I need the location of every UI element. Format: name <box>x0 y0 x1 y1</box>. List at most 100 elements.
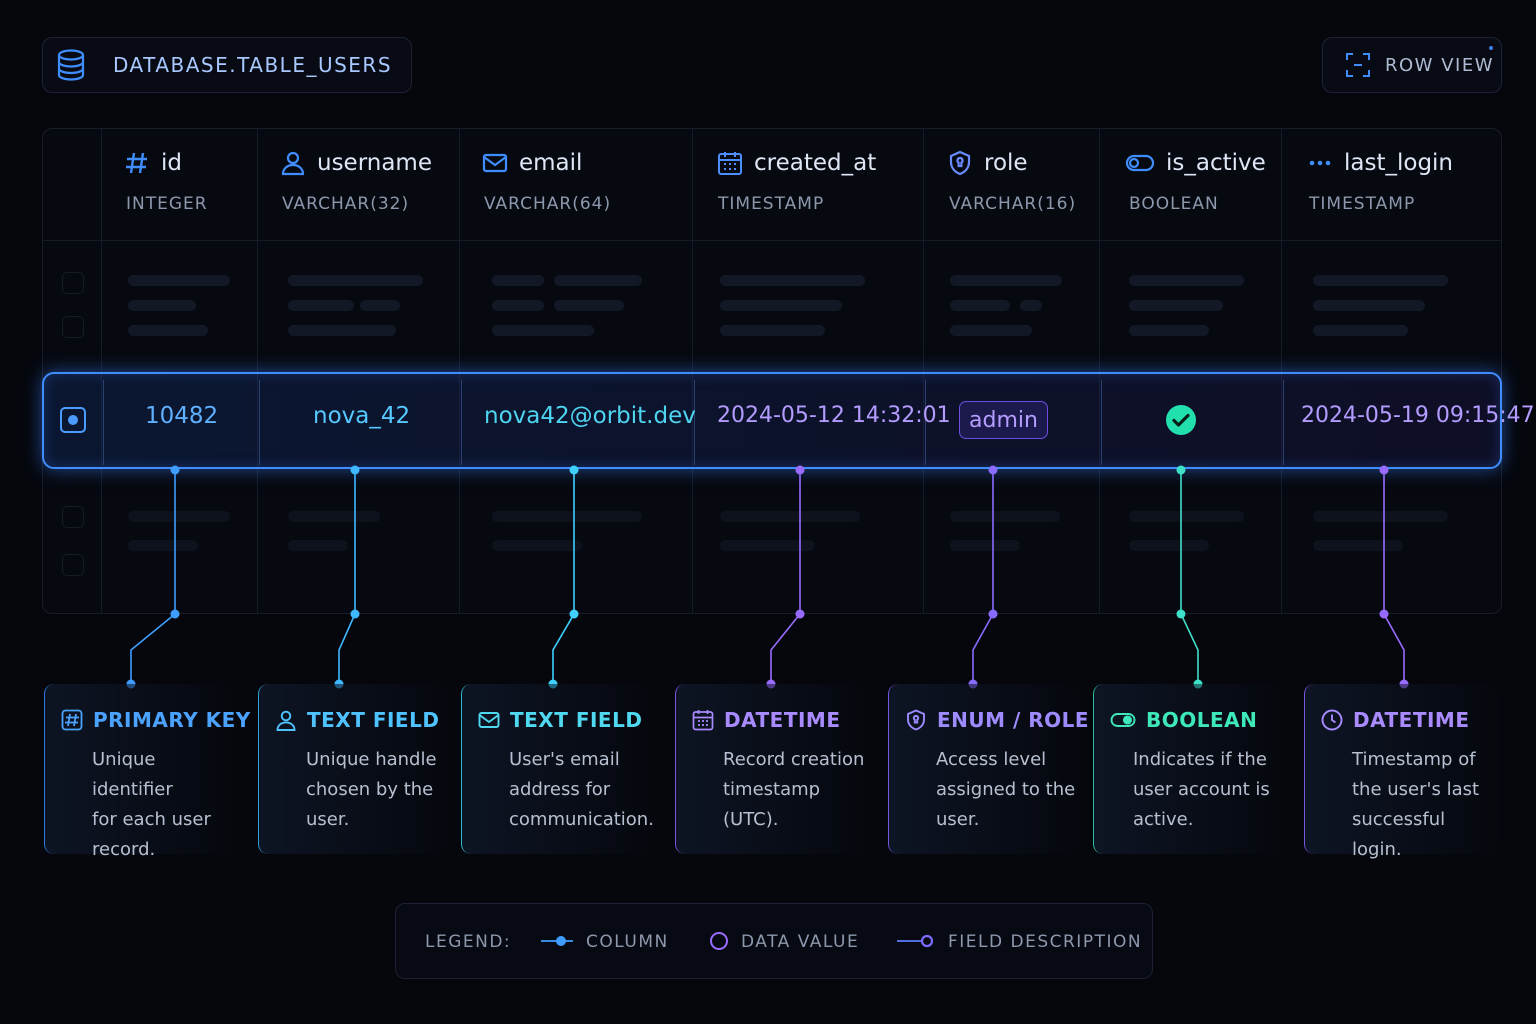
hash-icon <box>126 152 147 174</box>
card-line: communication. <box>509 809 654 830</box>
column-type: VARCHAR(32) <box>282 194 410 214</box>
field-description-role: ENUM / ROLE Access level assigned to the u… <box>888 684 1089 854</box>
role-badge[interactable]: admin <box>959 401 1048 439</box>
card-line: user. <box>936 809 980 830</box>
column-header-role[interactable]: role VARCHAR(16) <box>923 128 1099 240</box>
selected-row[interactable] <box>42 372 1502 469</box>
card-title: BOOLEAN <box>1146 708 1258 732</box>
legend: LEGEND: COLUMN DATA VALUE FIELD DESCRIPT… <box>395 903 1153 979</box>
column-name: username <box>317 150 432 176</box>
status-dot <box>1489 46 1493 50</box>
column-type: VARCHAR(64) <box>484 194 612 214</box>
field-description-last-login: DATETIME Timestamp of the user's last succ… <box>1304 684 1500 860</box>
column-header-username[interactable]: username VARCHAR(32) <box>257 128 459 240</box>
database-icon <box>57 49 85 81</box>
column-divider <box>1281 128 1282 614</box>
card-line: user account is <box>1133 779 1270 800</box>
card-title: ENUM / ROLE <box>937 708 1090 732</box>
column-name: id <box>161 150 182 176</box>
mail-icon <box>482 153 508 173</box>
legend-label: LEGEND: <box>425 932 512 952</box>
card-line: Access level <box>936 749 1047 770</box>
field-description-id: PRIMARY KEY Unique identifier for each us… <box>44 684 250 860</box>
card-line: the user's last <box>1352 779 1480 800</box>
legend-item: FIELD DESCRIPTION <box>948 932 1143 952</box>
row-checkbox[interactable] <box>62 272 84 294</box>
column-header-last-login[interactable]: last_login TIMESTAMP <box>1281 128 1502 240</box>
table-title: DATABASE.TABLE_USERS <box>113 53 393 77</box>
card-line: Unique handle <box>306 749 437 770</box>
column-type: INTEGER <box>126 194 208 214</box>
column-divider <box>101 128 102 614</box>
table-title-panel: DATABASE.TABLE_USERS <box>42 37 412 93</box>
card-line: timestamp (UTC). <box>723 779 821 830</box>
card-line: successful login. <box>1352 809 1446 860</box>
column-legend-icon <box>541 936 573 946</box>
hash-icon <box>61 709 83 731</box>
column-header-email[interactable]: email VARCHAR(64) <box>459 128 692 240</box>
column-header-created-at[interactable]: created_at TIMESTAMP <box>692 128 923 240</box>
dots-icon <box>1309 160 1331 166</box>
field-description-email: TEXT FIELD User's email address for commun… <box>461 684 654 854</box>
legend-item: DATA VALUE <box>741 932 860 952</box>
cell-last-login[interactable]: 2024-05-19 09:15:47 <box>1301 403 1535 428</box>
cell-username[interactable]: nova_42 <box>313 403 411 429</box>
cell-id[interactable]: 10482 <box>145 403 219 429</box>
field-description-legend-icon <box>897 934 934 948</box>
column-type: BOOLEAN <box>1129 194 1219 214</box>
card-title: PRIMARY KEY <box>93 708 251 732</box>
column-name: email <box>519 150 583 176</box>
cell-created-at[interactable]: 2024-05-12 14:32:01 <box>717 403 951 428</box>
check-circle-icon[interactable] <box>1165 404 1197 436</box>
clock-icon <box>1321 709 1343 731</box>
column-divider <box>257 128 258 614</box>
row-checkbox[interactable] <box>62 316 84 338</box>
card-line: User's email <box>509 749 620 770</box>
card-line: assigned to the <box>936 779 1076 800</box>
user-icon <box>281 151 305 176</box>
field-description-created-at: DATETIME Record creation timestamp (UTC). <box>675 684 865 854</box>
mail-icon <box>478 712 500 728</box>
user-icon <box>276 710 296 731</box>
column-divider <box>692 128 693 614</box>
card-line: address for <box>509 779 611 800</box>
column-header-id[interactable]: id INTEGER <box>101 128 257 240</box>
calendar-icon <box>718 152 742 175</box>
card-line: record. <box>92 839 156 860</box>
row-view-button[interactable]: ROW VIEW <box>1322 37 1502 93</box>
card-line: active. <box>1133 809 1194 830</box>
card-line: user. <box>306 809 350 830</box>
card-line: Timestamp of <box>1352 749 1476 770</box>
column-divider <box>459 128 460 614</box>
column-divider <box>1099 128 1100 614</box>
row-checkbox[interactable] <box>62 506 84 528</box>
card-title: DATETIME <box>1353 708 1470 732</box>
legend-item: COLUMN <box>586 932 669 952</box>
toggle-icon <box>1125 154 1155 172</box>
data-value-legend-icon <box>710 932 728 950</box>
column-header-is-active[interactable]: is_active BOOLEAN <box>1099 128 1281 240</box>
column-type: VARCHAR(16) <box>949 194 1077 214</box>
column-name: last_login <box>1344 150 1454 176</box>
data-table <box>42 128 1502 614</box>
card-line: chosen by the <box>306 779 434 800</box>
card-title: DATETIME <box>724 708 841 732</box>
selected-row-checkbox[interactable] <box>60 407 86 433</box>
card-line: for each user <box>92 809 211 830</box>
field-description-is-active: BOOLEAN Indicates if the user account is a… <box>1093 684 1283 854</box>
calendar-icon <box>692 710 714 731</box>
card-line: Record creation <box>723 749 865 770</box>
column-type: TIMESTAMP <box>1309 194 1416 214</box>
card-line: Indicates if the <box>1133 749 1267 770</box>
row-view-label: ROW VIEW <box>1385 54 1494 76</box>
focus-frame-icon <box>1346 53 1370 77</box>
row-checkbox[interactable] <box>62 554 84 576</box>
cell-email[interactable]: nova42@orbit.dev <box>484 403 696 429</box>
column-name: is_active <box>1166 150 1266 176</box>
toggle-icon <box>1110 713 1136 727</box>
column-name: role <box>984 150 1028 176</box>
shield-icon <box>907 709 925 731</box>
card-line: Unique identifier <box>92 749 173 800</box>
card-title: TEXT FIELD <box>510 708 643 732</box>
